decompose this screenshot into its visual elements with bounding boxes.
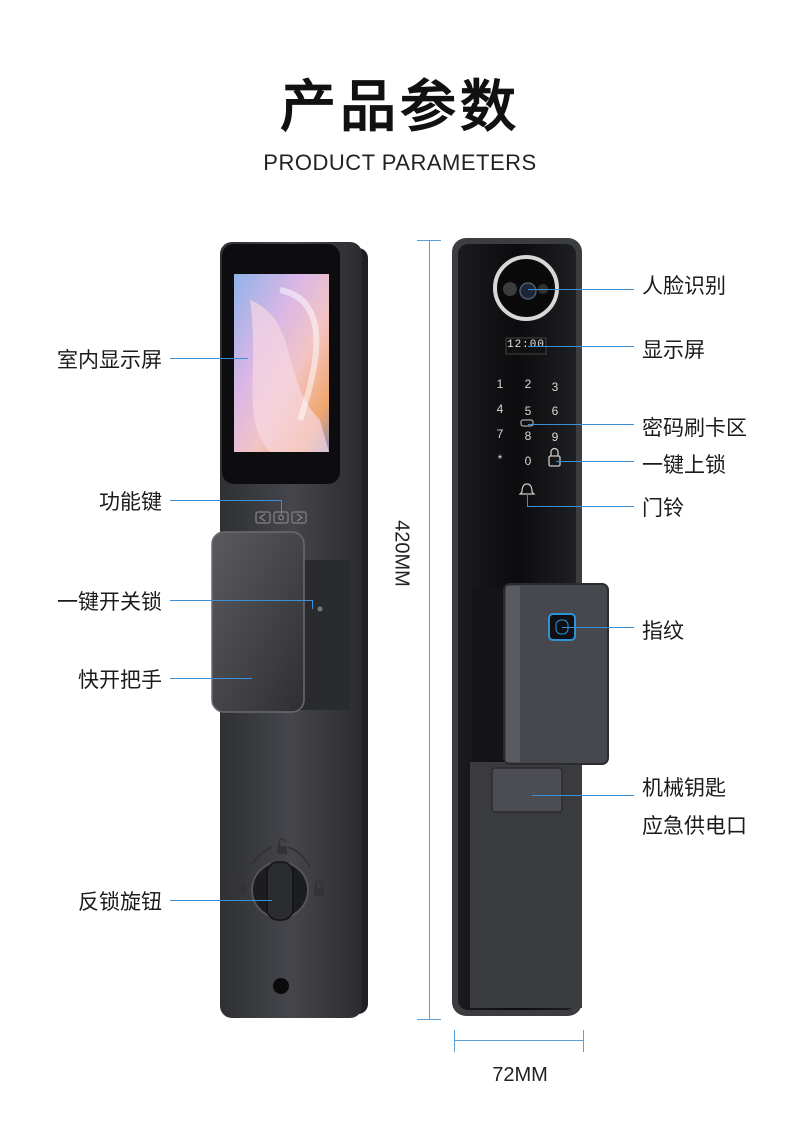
key-9: 9 xyxy=(552,430,559,444)
key-8: 8 xyxy=(525,429,532,443)
function-key-right xyxy=(291,511,307,524)
label-indoor-screen: 室内显示屏 xyxy=(57,348,162,372)
width-dimension-line xyxy=(454,1040,584,1041)
leader-indoor-screen xyxy=(170,358,248,359)
leader-function-keys xyxy=(170,500,282,501)
keypad: 1 2 3 4 5 6 7 8 9 * 0 xyxy=(497,377,559,468)
key-star: * xyxy=(498,452,503,466)
key-0: 0 xyxy=(525,454,532,468)
label-password-card: 密码刷卡区 xyxy=(642,416,747,440)
key-4: 4 xyxy=(497,402,504,416)
leader-one-key-switch xyxy=(170,600,312,601)
label-fingerprint: 指纹 xyxy=(642,619,684,643)
leader-one-key-lock xyxy=(556,461,634,462)
doorbell-button xyxy=(518,483,536,495)
key-6: 6 xyxy=(552,404,559,418)
leader-doorbell xyxy=(527,506,634,507)
leader-face-recognition xyxy=(528,289,634,290)
key-7: 7 xyxy=(497,427,504,441)
leader-mech-key xyxy=(532,795,634,796)
label-doorbell: 门铃 xyxy=(642,496,684,520)
leader-password-card xyxy=(528,424,634,425)
height-dimension-line xyxy=(429,240,430,1020)
page-title: 产品参数 xyxy=(280,75,520,140)
quick-open-handle xyxy=(211,531,305,713)
leader-anti-lock-knob xyxy=(170,900,272,901)
leader-quick-handle xyxy=(170,678,252,679)
bottom-screw-hole xyxy=(273,978,289,994)
height-dimension: 420MM xyxy=(390,520,413,587)
label-mech-key: 机械钥匙 xyxy=(642,776,726,800)
display-time: 12:00 xyxy=(506,339,545,351)
leader-fingerprint xyxy=(562,627,634,628)
label-display-screen: 显示屏 xyxy=(642,338,705,362)
outdoor-handle xyxy=(503,583,609,765)
key-2: 2 xyxy=(525,377,532,391)
leader-display-screen xyxy=(528,346,634,347)
label-emergency-power: 应急供电口 xyxy=(642,814,747,838)
key-1: 1 xyxy=(497,377,504,391)
function-key-left xyxy=(255,511,271,524)
label-quick-handle: 快开把手 xyxy=(78,668,162,692)
key-5: 5 xyxy=(525,404,532,418)
one-key-switch-button xyxy=(317,606,323,612)
page-subtitle: PRODUCT PARAMETERS xyxy=(263,150,537,175)
key-3: 3 xyxy=(552,380,559,394)
mechanical-key-cover xyxy=(491,767,563,813)
label-one-key-switch: 一键开关锁 xyxy=(57,590,162,614)
label-face-recognition: 人脸识别 xyxy=(642,274,726,298)
label-anti-lock-knob: 反锁旋钮 xyxy=(78,890,162,914)
label-function-keys: 功能键 xyxy=(99,490,162,514)
width-dimension: 72MM xyxy=(492,1064,548,1086)
label-one-key-lock: 一键上锁 xyxy=(642,453,726,477)
